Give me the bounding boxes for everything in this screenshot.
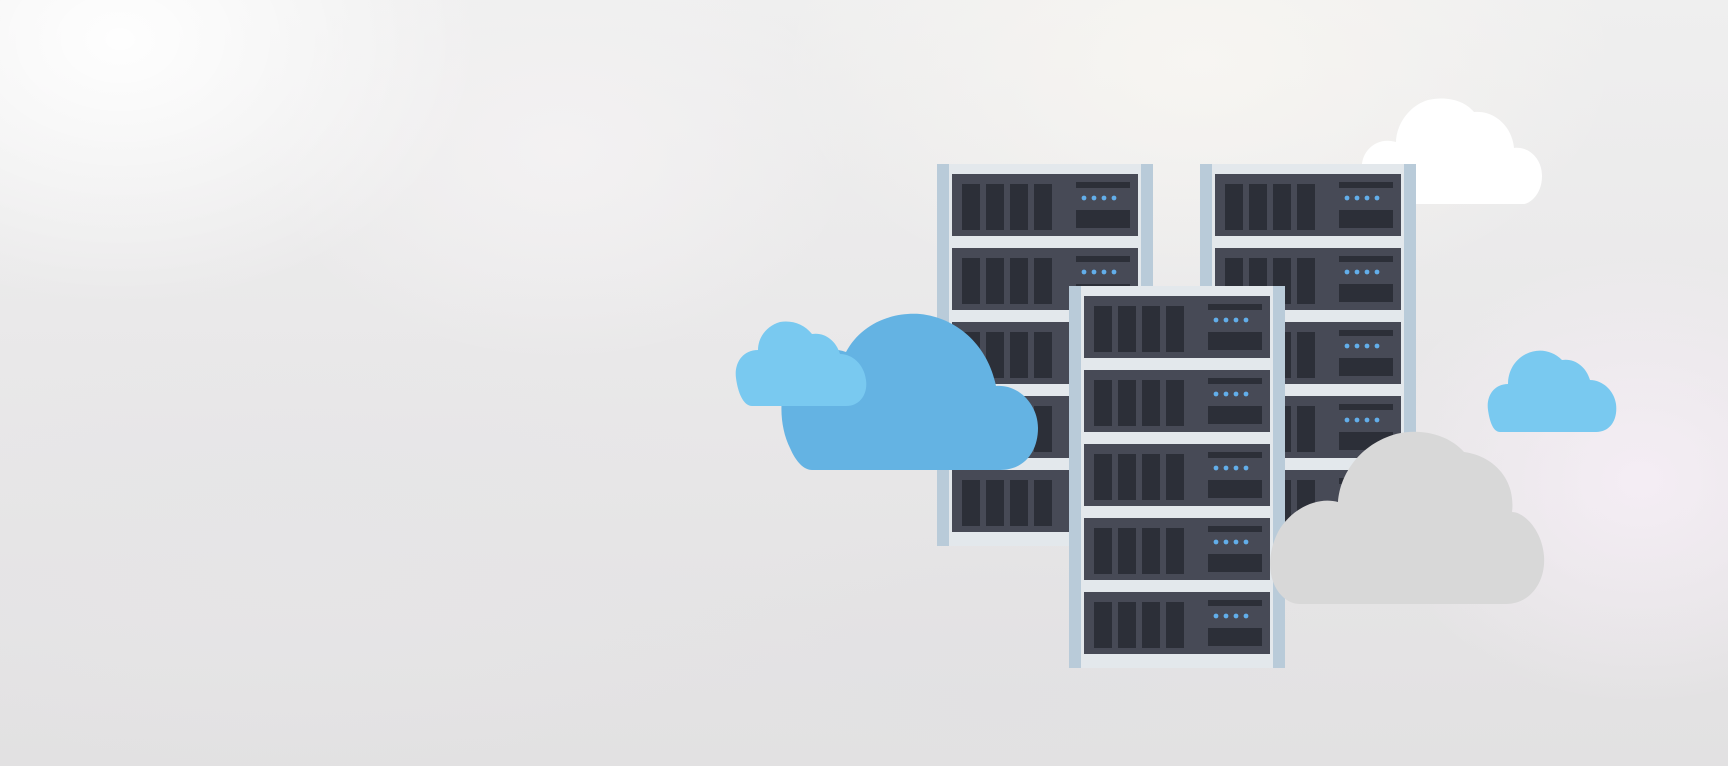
- cloud-icon: [781, 313, 1038, 470]
- cloud-icon: [1487, 350, 1617, 432]
- cloud-icon: [1270, 431, 1545, 604]
- cloud-icon: [735, 321, 867, 406]
- server-rack-icon: [1069, 286, 1285, 668]
